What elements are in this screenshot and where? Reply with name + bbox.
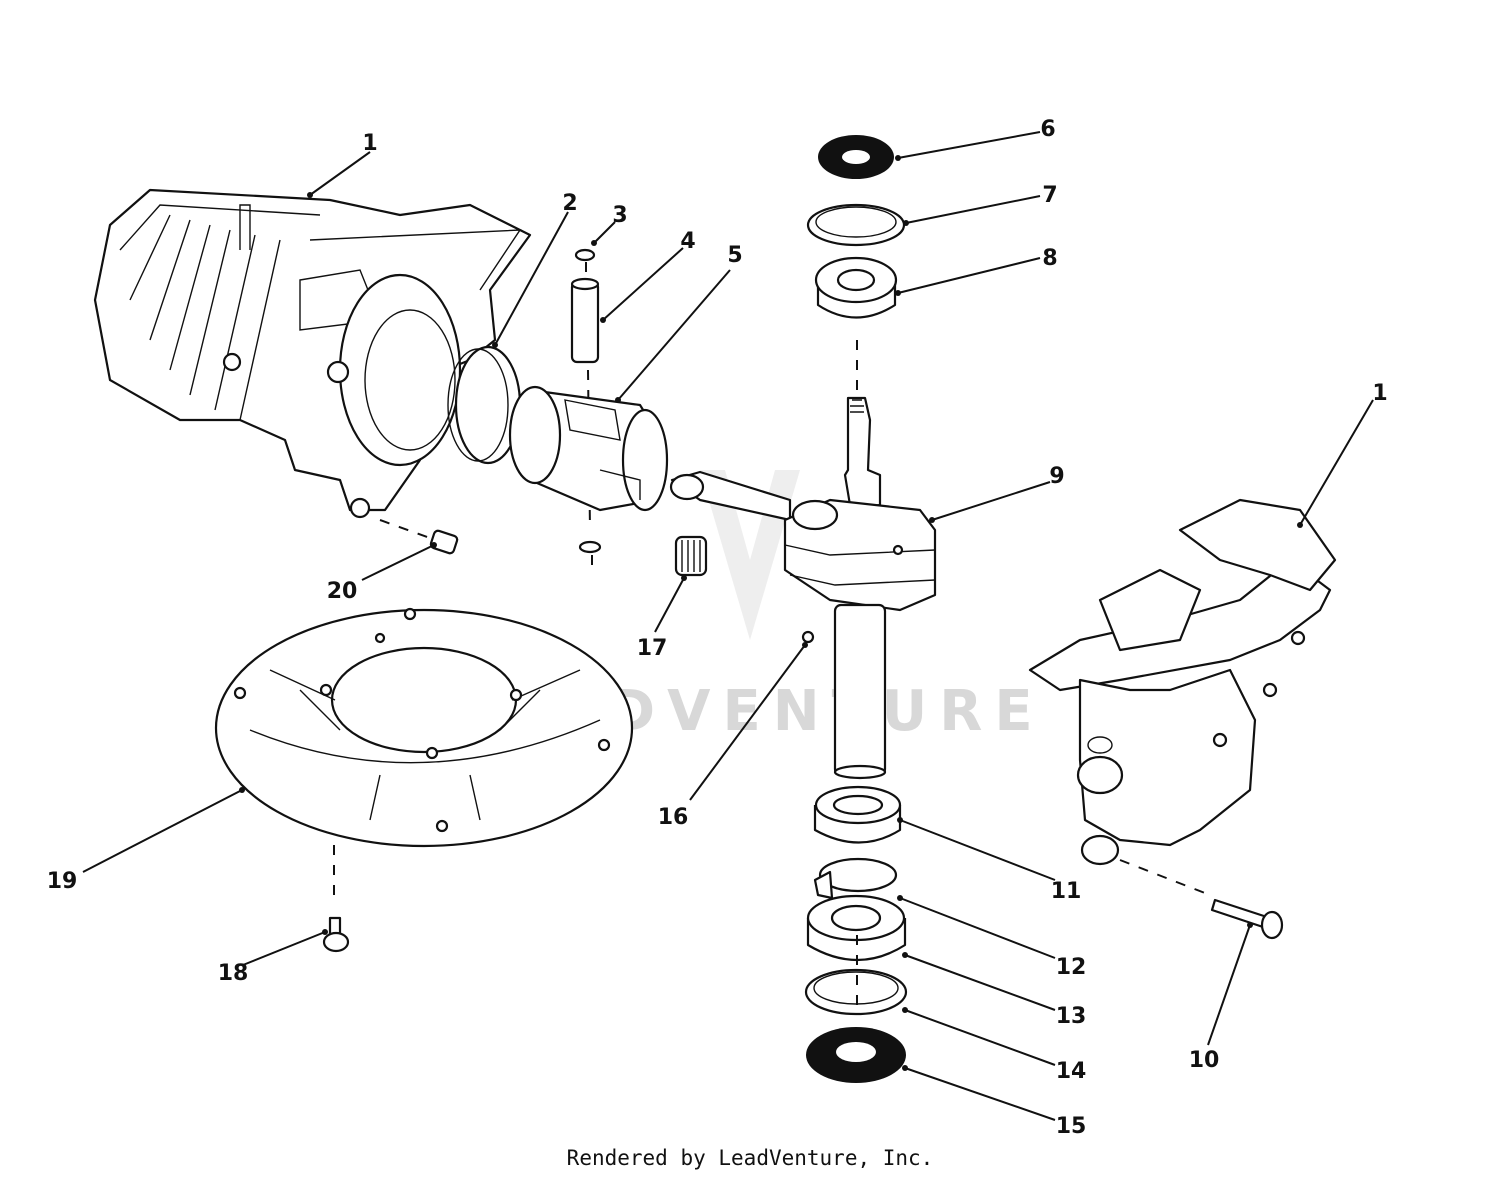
upper-ball-bearing [814,256,898,319]
crankcase-screw [1210,898,1284,940]
callout-2: 2 [562,191,577,216]
crankcase-back-plate [214,607,634,848]
lower-retainer-clip [813,857,898,900]
lower-oil-seal [806,1027,906,1083]
dowel-pin [429,529,459,555]
upper-oil-seal [818,135,894,179]
callout-9: 9 [1049,464,1064,489]
callout-1-left: 1 [362,131,377,156]
callout-14: 14 [1056,1059,1087,1084]
crankshaft [783,396,937,780]
callout-13: 13 [1056,1004,1087,1029]
callout-3: 3 [612,203,627,228]
retaining-clip-bottom [578,540,602,554]
callout-8: 8 [1042,246,1057,271]
callout-10: 10 [1189,1048,1220,1073]
callout-15: 15 [1056,1114,1087,1139]
lower-ball-bearing [806,894,907,961]
callout-5: 5 [727,243,742,268]
callout-11: 11 [1051,879,1082,904]
piston [508,385,669,512]
callout-17: 17 [637,636,668,661]
callout-12: 12 [1056,955,1087,980]
needle-bearing [674,535,708,577]
callout-16: 16 [658,805,689,830]
leader-lines [82,131,1374,1121]
crank-key [801,630,815,644]
cylinder-block [93,188,532,519]
callout-1-right: 1 [1372,381,1387,406]
callout-7: 7 [1042,183,1057,208]
upper-retaining-ring [806,203,906,247]
callout-18: 18 [218,961,249,986]
piston-pin [570,277,600,364]
back-plate-screw [322,916,350,953]
callout-4: 4 [680,229,695,254]
callout-6: 6 [1040,117,1055,142]
crankcase-half [1028,498,1337,866]
footer-credit: Rendered by LeadVenture, Inc. [566,1146,934,1170]
retaining-clip-top [574,248,596,262]
piston-rings [447,345,522,465]
connecting-rod [669,470,792,522]
callout-19: 19 [47,869,78,894]
callout-20: 20 [327,579,358,604]
lower-bearing-sleeve [813,785,902,844]
